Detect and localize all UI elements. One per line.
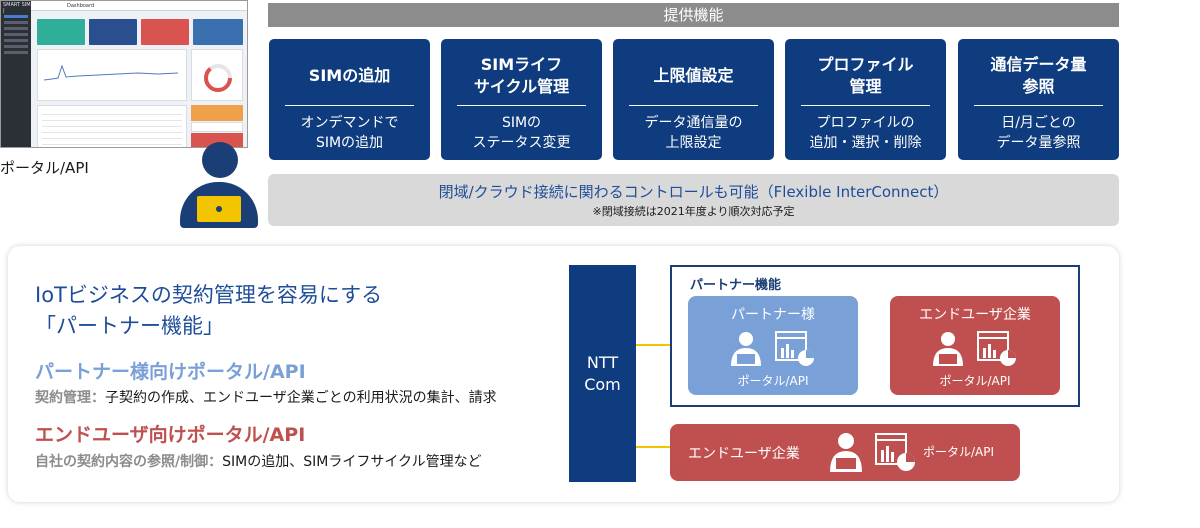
feature-divider bbox=[629, 105, 758, 106]
enduser-box-sub: ポータル/API bbox=[939, 374, 1011, 388]
features-header: 提供機能 bbox=[268, 3, 1119, 27]
feature-desc: オンデマンドで SIMの追加 bbox=[300, 115, 399, 151]
screenshot-topbar: Dashboard bbox=[31, 1, 247, 11]
feature-desc: データ通信量の 上限設定 bbox=[644, 115, 743, 151]
feature-limit-setting: 上限値設定 データ通信量の 上限設定 bbox=[613, 39, 774, 160]
connector-line bbox=[636, 446, 670, 448]
desc-label: 契約管理： bbox=[35, 390, 105, 406]
title-line-2: 「パートナー機能」 bbox=[35, 314, 224, 338]
feature-data-usage: 通信データ量 参照 日/月ごとの データ量参照 bbox=[958, 39, 1119, 160]
screenshot-tile bbox=[191, 122, 243, 132]
screenshot-table bbox=[37, 105, 187, 147]
screenshot-sidebar: SMART SIM | bbox=[1, 1, 31, 147]
screenshot-stat-card bbox=[193, 19, 243, 45]
feature-divider bbox=[801, 105, 930, 106]
enduser-box-title: エンドユーザ企業 bbox=[919, 307, 1031, 323]
partner-section-title: IoTビジネスの契約管理を容易にする 「パートナー機能」 bbox=[35, 280, 382, 342]
enduser-box: エンドユーザ企業 ポータル/API bbox=[890, 296, 1060, 395]
title-line-1: IoTビジネスの契約管理を容易にする bbox=[35, 283, 383, 307]
feature-desc: プロファイルの 追加・選択・削除 bbox=[809, 115, 922, 151]
screenshot-gauge bbox=[204, 64, 232, 92]
enduser-portal-heading: エンドユーザ向けポータル/API bbox=[35, 424, 306, 446]
partner-box-title: パートナー様 bbox=[731, 307, 815, 323]
enduser-portal-desc: 自社の契約内容の参照/制御：SIMの追加、SIMライフサイクル管理など bbox=[35, 451, 482, 471]
desc-text: 子契約の作成、エンドユーザ企業ごとの利用状況の集計、請求 bbox=[105, 390, 497, 406]
partner-box: パートナー様 ポータル/API bbox=[688, 296, 858, 395]
partner-portal-heading: パートナー様向けポータル/API bbox=[35, 361, 306, 383]
laptop-logo-icon bbox=[216, 206, 222, 212]
screenshot-usage-chart bbox=[37, 49, 187, 101]
feature-title: プロファイル 管理 bbox=[817, 55, 914, 96]
feature-divider bbox=[285, 105, 414, 106]
screenshot-brand: SMART SIM | bbox=[3, 2, 31, 14]
screenshot-stat-card bbox=[141, 19, 189, 45]
screenshot-stat-card bbox=[89, 19, 137, 45]
closed-network-note: ※閉域接続は2021年度より順次対応予定 bbox=[592, 205, 795, 218]
portal-screenshot: SMART SIM | Dashboard bbox=[0, 0, 248, 148]
feature-divider bbox=[457, 105, 586, 106]
partner-portal-desc: 契約管理：子契約の作成、エンドユーザ企業ごとの利用状況の集計、請求 bbox=[35, 387, 497, 407]
feature-title: 上限値設定 bbox=[653, 66, 734, 85]
feature-desc: SIMの ステータス変更 bbox=[472, 115, 571, 151]
desc-text: SIMの追加、SIMライフサイクル管理など bbox=[222, 454, 482, 470]
screenshot-line-graph bbox=[43, 64, 179, 81]
enduser-direct-box: エンドユーザ企業 ポータル/API bbox=[670, 424, 1020, 481]
feature-profile-management: プロファイル 管理 プロファイルの 追加・選択・削除 bbox=[785, 39, 946, 160]
screenshot-stat-card bbox=[37, 19, 85, 45]
screenshot-page-title: Dashboard bbox=[67, 3, 95, 9]
screenshot-gauge-panel bbox=[191, 49, 243, 101]
partner-box-sub: ポータル/API bbox=[737, 374, 809, 388]
screenshot-tile bbox=[191, 133, 243, 147]
portal-api-label: ポータル/API bbox=[0, 159, 89, 177]
feature-desc: 日/月ごとの データ量参照 bbox=[996, 115, 1081, 151]
feature-title: 通信データ量 参照 bbox=[990, 55, 1087, 96]
feature-title: SIMライフ サイクル管理 bbox=[473, 55, 570, 96]
user-icon bbox=[202, 142, 238, 178]
enduser-direct-sub: ポータル/API bbox=[923, 445, 995, 459]
feature-divider bbox=[974, 105, 1103, 106]
user-dashboard-icon bbox=[731, 331, 814, 366]
feature-sim-lifecycle: SIMライフ サイクル管理 SIMの ステータス変更 bbox=[441, 39, 602, 160]
partner-function-label: パートナー機能 bbox=[690, 278, 782, 293]
screenshot-tile bbox=[191, 105, 243, 121]
ntt-com-block: NTT Com bbox=[569, 265, 636, 482]
closed-network-text: 閉域/クラウド接続に関わるコントロールも可能（Flexible InterCon… bbox=[438, 183, 949, 201]
closed-network-bar: 閉域/クラウド接続に関わるコントロールも可能（Flexible InterCon… bbox=[268, 174, 1119, 226]
connector-line bbox=[636, 344, 688, 346]
desc-label: 自社の契約内容の参照/制御： bbox=[35, 454, 223, 470]
feature-title: SIMの追加 bbox=[308, 66, 391, 85]
enduser-direct-title: エンドユーザ企業 bbox=[688, 446, 800, 462]
user-dashboard-icon bbox=[830, 433, 915, 472]
user-dashboard-icon bbox=[933, 331, 1016, 366]
feature-add-sim: SIMの追加 オンデマンドで SIMの追加 bbox=[269, 39, 430, 160]
